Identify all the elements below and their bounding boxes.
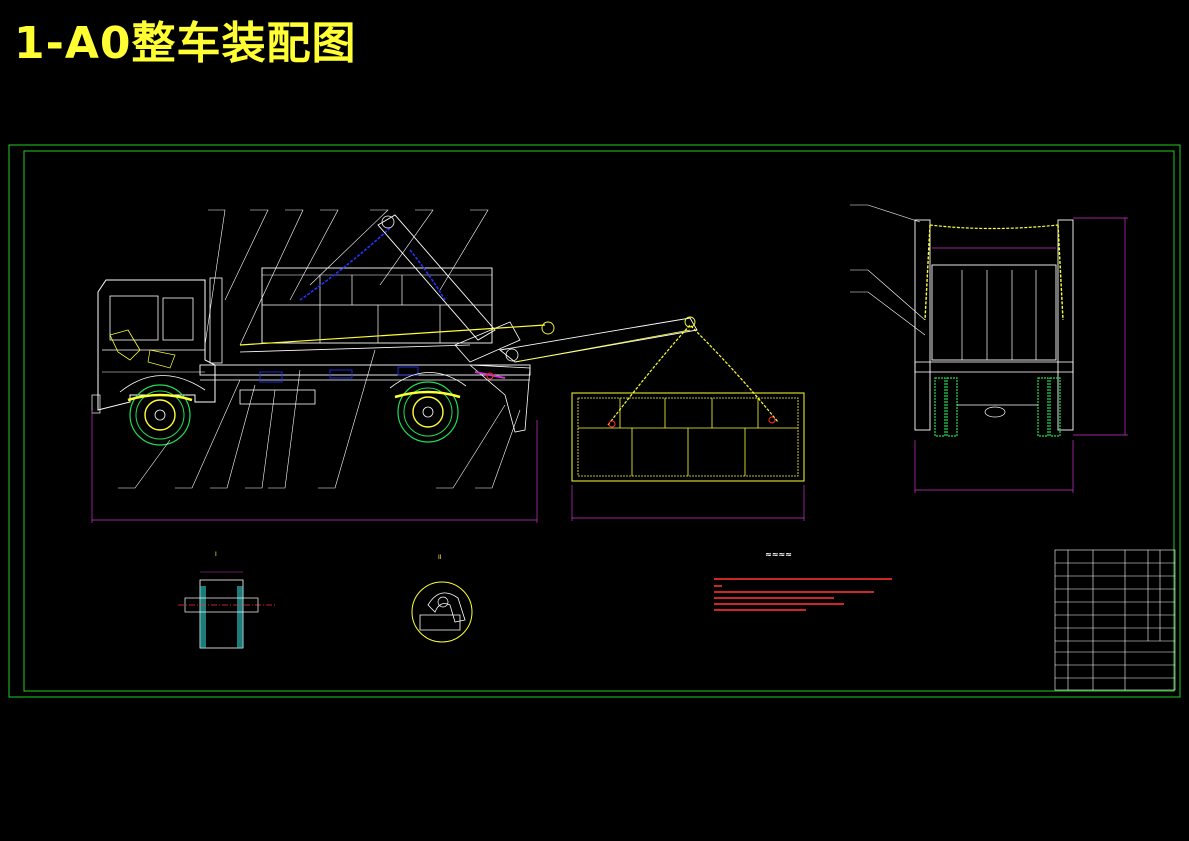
- rear-wheels-left: [934, 377, 958, 437]
- bin-length-dimension: [571, 485, 805, 521]
- front-wheel: [127, 384, 193, 446]
- drawing-title: 1-A0整车装配图: [14, 18, 357, 69]
- svg-text:≈≈≈≈: ≈≈≈≈: [765, 550, 792, 559]
- technical-notes: ≈≈≈≈: [714, 550, 892, 611]
- outer-frame: [8, 144, 1181, 698]
- rear-view: [850, 204, 1128, 493]
- rear-wheel: [394, 381, 461, 443]
- truck-cab: [97, 279, 216, 411]
- bin-lift-chain: [607, 324, 779, 426]
- part-leaders-top: [204, 209, 489, 346]
- telescopic-arm: [498, 317, 698, 363]
- inner-frame: [23, 150, 1175, 692]
- rear-container: [931, 264, 1057, 361]
- detail-view-pin: I: [178, 551, 275, 649]
- lifting-arm: [377, 214, 496, 341]
- side-view-length-dimension: [91, 410, 538, 523]
- part-leaders-bottom: [118, 349, 521, 489]
- svg-text:II: II: [438, 554, 442, 561]
- skip-bin-view: [571, 324, 805, 521]
- svg-text:I: I: [215, 551, 217, 558]
- skip-body-on-truck: [261, 267, 493, 344]
- detail-view-hook: II: [411, 554, 473, 643]
- rear-wheels-right: [1037, 377, 1061, 437]
- title-block: [1054, 549, 1176, 691]
- truck-side-view: [91, 209, 698, 523]
- skip-bin-outline: [571, 392, 805, 482]
- cab-window-right: [162, 297, 194, 341]
- rear-dimensions: [914, 217, 1128, 493]
- lift-chain: [299, 227, 446, 301]
